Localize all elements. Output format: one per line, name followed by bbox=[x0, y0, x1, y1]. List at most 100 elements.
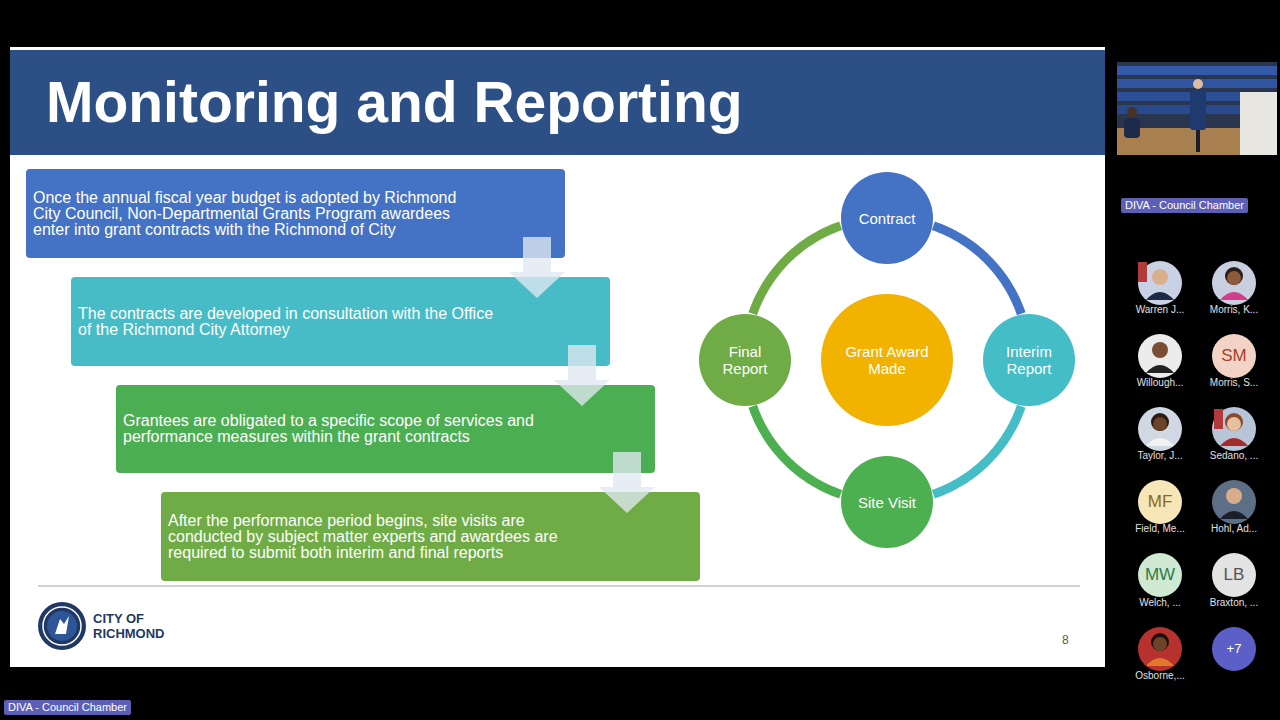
circle-fill bbox=[699, 314, 791, 406]
person-legs bbox=[1196, 130, 1200, 152]
photo-body bbox=[1146, 658, 1174, 666]
seal-figure bbox=[55, 616, 69, 634]
photo-body bbox=[1220, 292, 1248, 300]
participant-photo bbox=[1212, 407, 1256, 451]
process-box: Grantees are obligated to a specific sco… bbox=[116, 385, 655, 473]
circle-label: Final Report bbox=[709, 343, 781, 377]
box-text: Once the annual fiscal year budget is ad… bbox=[33, 190, 463, 238]
photo-body bbox=[1146, 438, 1174, 446]
cycle-circle: Grant Award Made bbox=[821, 294, 953, 426]
participant-photo bbox=[1138, 627, 1182, 671]
person-body bbox=[1124, 118, 1140, 138]
photo-ground bbox=[1138, 261, 1182, 305]
photo-body bbox=[1220, 511, 1248, 519]
person-head bbox=[1127, 107, 1137, 117]
logo-text: CITY OF RICHMOND bbox=[93, 611, 173, 641]
participant-photo bbox=[1212, 480, 1256, 524]
footer-rule bbox=[38, 586, 1080, 587]
cycle-arc bbox=[753, 406, 841, 494]
seat-row bbox=[1117, 66, 1277, 75]
photo-head bbox=[1153, 417, 1167, 431]
photo-ground bbox=[1212, 261, 1256, 305]
box-text: After the performance period begins, sit… bbox=[168, 513, 588, 561]
seal-inner bbox=[47, 611, 77, 641]
photo-hair bbox=[1151, 633, 1169, 651]
flag bbox=[1214, 409, 1223, 429]
circle-fill bbox=[821, 294, 953, 426]
overflow-count: +7 bbox=[1212, 641, 1256, 657]
participant-name: Sedano, ... bbox=[1196, 450, 1272, 462]
cycle-circle: Contract bbox=[841, 172, 933, 264]
participant-name: Morris, S... bbox=[1196, 377, 1272, 389]
flag bbox=[1138, 262, 1147, 282]
participant-photo bbox=[1138, 261, 1182, 305]
slide-title: Monitoring and Reporting bbox=[46, 74, 743, 131]
photo-body bbox=[1146, 365, 1174, 373]
participant-name: Hohl, Ad... bbox=[1196, 523, 1272, 535]
circle-label: Grant Award Made bbox=[839, 343, 935, 377]
cycle-arc bbox=[933, 226, 1021, 314]
title-band bbox=[10, 50, 1105, 155]
photo-head bbox=[1153, 637, 1167, 651]
participant-photo bbox=[1138, 407, 1182, 451]
participant-name: Willough... bbox=[1122, 377, 1198, 389]
photo-ground bbox=[1138, 334, 1182, 378]
process-box: The contracts are developed in consultat… bbox=[71, 277, 610, 366]
wall-panel bbox=[1240, 92, 1277, 155]
person-head bbox=[1193, 79, 1203, 89]
room-label: DIVA - Council Chamber bbox=[1121, 198, 1248, 213]
page-number: 8 bbox=[1062, 633, 1069, 647]
room-label: DIVA - Council Chamber bbox=[4, 700, 131, 715]
box-text: Grantees are obligated to a specific sco… bbox=[123, 413, 553, 445]
photo-ground bbox=[1138, 627, 1182, 671]
seal-disc bbox=[38, 602, 86, 650]
city-seal bbox=[38, 602, 86, 650]
cycle-arc bbox=[753, 226, 841, 314]
video-thumbnail bbox=[1117, 62, 1277, 155]
photo-body bbox=[1146, 292, 1174, 300]
circle-fill bbox=[983, 314, 1075, 406]
seal-ring bbox=[43, 607, 81, 645]
initials-avatar bbox=[1212, 553, 1256, 597]
step-arrow bbox=[509, 237, 565, 298]
photo-ground bbox=[1212, 480, 1256, 524]
photo-head bbox=[1226, 488, 1242, 504]
circle-fill bbox=[841, 172, 933, 264]
thumb-ground bbox=[1117, 62, 1277, 155]
participant-photo bbox=[1212, 261, 1256, 305]
photo-head bbox=[1227, 417, 1241, 431]
participant-name: Welch, ... bbox=[1122, 597, 1198, 609]
avatar-initials: MF bbox=[1138, 492, 1182, 512]
process-box: Once the annual fiscal year budget is ad… bbox=[26, 169, 565, 258]
circle-label: Interim Report bbox=[993, 343, 1065, 377]
initials-avatar bbox=[1138, 480, 1182, 524]
photo-hair bbox=[1225, 267, 1243, 285]
participant-name: Taylor, J... bbox=[1122, 450, 1198, 462]
cycle-arc bbox=[933, 406, 1021, 494]
circle-fill bbox=[841, 456, 933, 548]
participant-name: Warren J... bbox=[1122, 304, 1198, 316]
avatar-initials: SM bbox=[1212, 346, 1256, 366]
photo-ground bbox=[1212, 407, 1256, 451]
participant-name: Osborne,... bbox=[1122, 670, 1198, 682]
photo-hair bbox=[1151, 413, 1169, 431]
photo-head bbox=[1152, 269, 1168, 285]
seat-row bbox=[1117, 79, 1277, 88]
circle-label: Contract bbox=[859, 210, 916, 227]
slide-ground bbox=[10, 47, 1105, 667]
cycle-circle: Interim Report bbox=[983, 314, 1075, 406]
initials-avatar bbox=[1138, 553, 1182, 597]
cycle-circle: Final Report bbox=[699, 314, 791, 406]
person-body bbox=[1190, 90, 1206, 130]
participant-name: Field, Me... bbox=[1122, 523, 1198, 535]
cycle-circle: Site Visit bbox=[841, 456, 933, 548]
participant-photo bbox=[1138, 334, 1182, 378]
participant-name: Braxton, ... bbox=[1196, 597, 1272, 609]
photo-ground bbox=[1138, 407, 1182, 451]
photo-body bbox=[1220, 438, 1248, 446]
avatar-initials: MW bbox=[1138, 565, 1182, 585]
box-text: The contracts are developed in consultat… bbox=[78, 306, 500, 338]
participant-name: Morris, K... bbox=[1196, 304, 1272, 316]
circle-label: Site Visit bbox=[858, 494, 916, 511]
